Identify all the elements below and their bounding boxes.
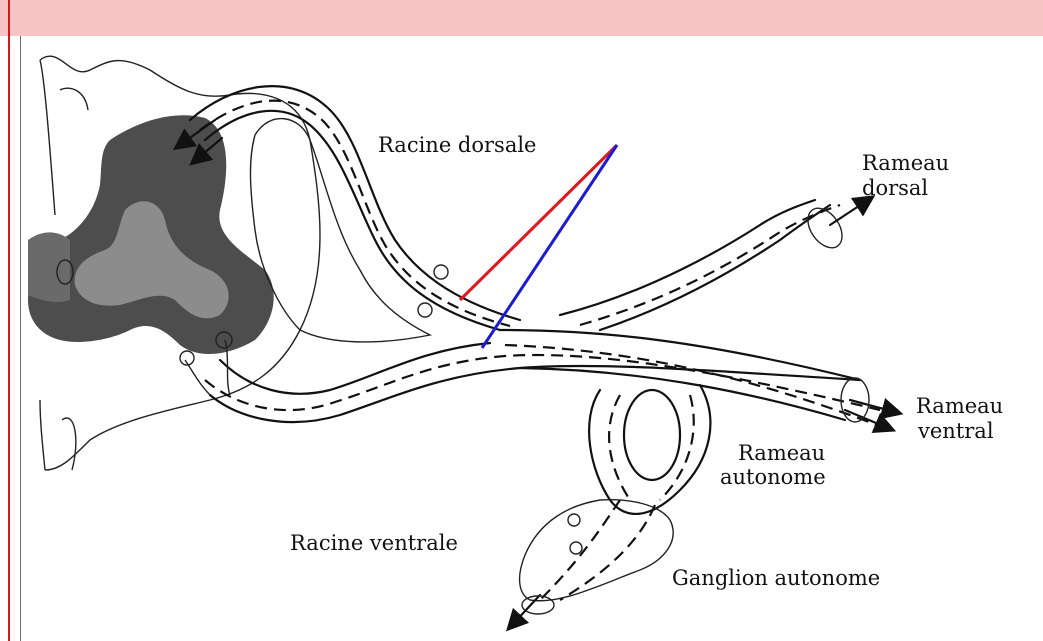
ventral-ramus-cut (841, 378, 869, 422)
dorsal-ramus-upper (560, 200, 815, 315)
label-rameau-dorsal-2: dorsal (862, 176, 928, 200)
sensory-cell-body-2 (418, 303, 432, 317)
dorsal-ramus-arrow (830, 200, 868, 225)
dorsal-ramus-fiber (580, 205, 840, 325)
ganglion-cell-body-1 (568, 514, 580, 526)
label-rameau-dorsal-1: Rameau (862, 151, 949, 175)
red-pointer-line (460, 145, 617, 300)
autonomic-ramus-fiber (609, 395, 694, 500)
gray-matter-mid (28, 232, 70, 302)
ventral-ramus-arrow (850, 400, 895, 412)
label-rameau-ventral-2: ventral (917, 419, 994, 443)
dorsal-ramus-cut (801, 202, 849, 254)
label-racine-ventrale: Racine ventrale (290, 531, 458, 555)
autonomic-ramus-loop (624, 390, 680, 480)
ganglion-cell-body-2 (570, 542, 582, 554)
sensory-cell-body-1 (434, 265, 448, 279)
blue-pointer-line (482, 145, 617, 348)
ventral-root-inner (220, 343, 490, 394)
label-racine-dorsale: Racine dorsale (378, 133, 536, 157)
label-rameau-autonome-2: autonome (720, 465, 826, 489)
label-rameau-ventral-1: Rameau (916, 394, 1003, 418)
label-rameau-autonome-1: Rameau (738, 441, 825, 465)
label-ganglion-autonome: Ganglion autonome (672, 566, 880, 590)
